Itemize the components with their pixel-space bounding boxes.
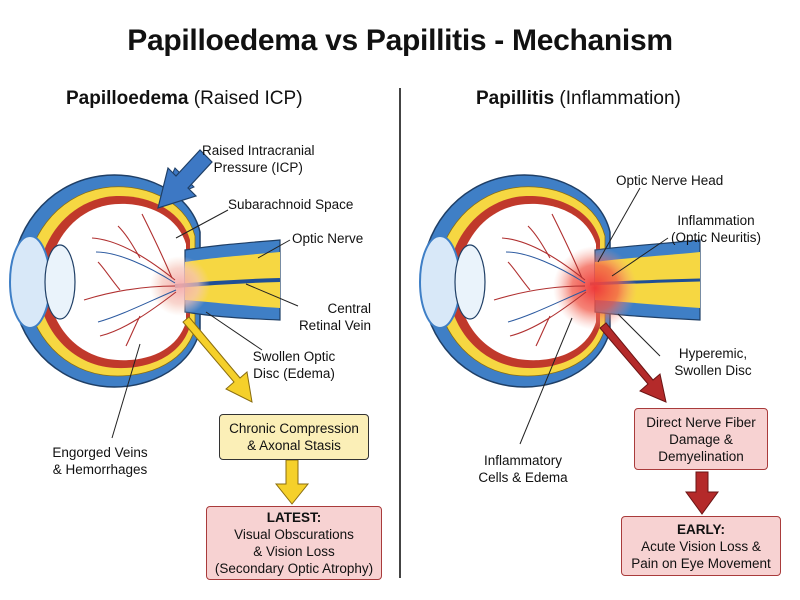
right-inflamed-disc	[553, 246, 637, 330]
left-swollen-disc	[150, 256, 210, 316]
box-direct-nerve-damage: Direct Nerve Fiber Damage & Demyelinatio…	[634, 408, 768, 470]
left-retinal-veins	[95, 251, 177, 323]
center-divider	[399, 88, 401, 578]
left-arrow-to-box1	[182, 316, 253, 403]
left-heading: Papilloedema (Raised ICP)	[66, 88, 303, 110]
box-latest-outcome: LATEST: Visual Obscurations & Vision Los…	[206, 506, 382, 580]
left-retinal-vessels	[83, 213, 177, 347]
right-heading: Papillitis (Inflammation)	[476, 88, 681, 110]
label-inflammation: Inflammation (Optic Neuritis)	[670, 213, 761, 245]
right-leader-lines	[519, 187, 669, 445]
left-arrow-to-box2	[274, 459, 310, 505]
label-hyperemic-disc: Hyperemic, Swollen Disc	[674, 346, 752, 378]
left-leader-lines	[111, 209, 299, 439]
label-swollen-optic-disc: Swollen Optic Disc (Edema)	[252, 349, 336, 381]
left-heading-rest: (Raised ICP)	[188, 88, 303, 109]
right-arrow-to-box1	[599, 322, 667, 403]
left-eye-cornea	[9, 235, 51, 329]
right-arrow-to-box2	[685, 471, 719, 515]
right-eye-vitreous	[458, 203, 596, 361]
label-central-retinal-vein: Central Retinal Vein	[298, 301, 371, 333]
label-engorged-veins: Engorged Veins & Hemorrhages	[52, 445, 148, 477]
label-optic-nerve-left: Optic Nerve	[292, 231, 364, 246]
box-early-outcome: EARLY: Acute Vision Loss & Pain on Eye M…	[621, 516, 781, 576]
right-heading-bold: Papillitis	[476, 88, 555, 109]
label-optic-nerve-head: Optic Nerve Head	[616, 173, 724, 188]
icp-arrow-shape	[157, 149, 213, 209]
label-raised-icp: Raised Intracranial Pressure (ICP)	[202, 143, 315, 175]
label-inflammatory-cells: Inflammatory Cells & Edema	[478, 453, 568, 485]
right-eye-lens	[454, 244, 486, 320]
label-subarachnoid-space: Subarachnoid Space	[228, 197, 354, 212]
left-eye-lens	[44, 244, 76, 320]
right-eye-cornea	[419, 235, 461, 329]
right-retinal-veins	[505, 251, 587, 323]
box-chronic-compression: Chronic Compression & Axonal Stasis	[219, 414, 369, 460]
left-eye	[9, 174, 281, 388]
right-retinal-vessels	[493, 213, 587, 347]
page-title: Papilloedema vs Papillitis - Mechanism	[127, 24, 673, 57]
left-heading-bold: Papilloedema	[66, 88, 189, 109]
right-heading-rest: (Inflammation)	[554, 88, 681, 109]
left-eye-vitreous	[48, 203, 186, 361]
right-eye	[419, 174, 701, 388]
